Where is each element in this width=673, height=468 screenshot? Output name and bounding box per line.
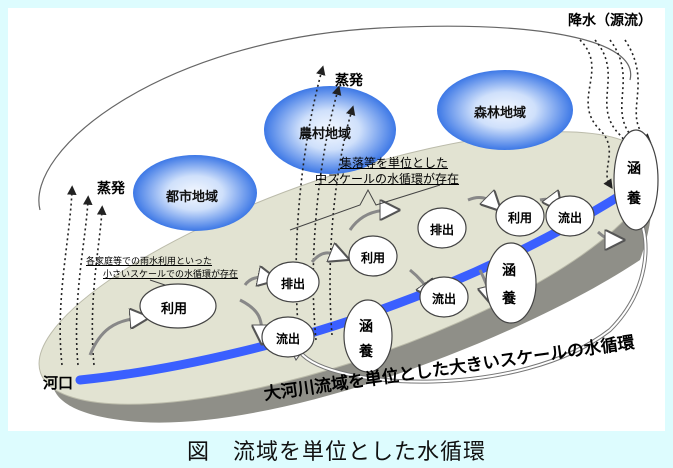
- node-use-right-label: 利用: [508, 211, 533, 225]
- node-outflow-right: [545, 195, 595, 237]
- large-scale-loop-arrow-inner: [299, 219, 647, 383]
- urban-region-label: 都市地域: [166, 190, 219, 205]
- node-recharge-right: [613, 129, 659, 231]
- mid-scale-note-line1: 集落等を単位とした: [340, 156, 449, 170]
- urban-region: [133, 155, 257, 231]
- node-outflow-left-label: 流出: [276, 332, 301, 346]
- node-use-right: [495, 195, 545, 237]
- precipitation-source-label: 降水（源流）: [568, 13, 652, 29]
- mid-scale-note-line2: 中スケールの水循環が存在: [315, 172, 460, 186]
- evaporation-label-center: 蒸発: [335, 73, 363, 89]
- node-discharge-center-label: 排出: [430, 223, 455, 237]
- small-scale-note-line2: 小さいスケールでの水循環が存在: [103, 270, 239, 280]
- node-discharge-left-label: 排出: [281, 277, 306, 291]
- node-recharge-left-char2: 養: [359, 344, 373, 360]
- node-recharge-center: [485, 242, 537, 324]
- node-recharge-right-char2: 養: [627, 191, 641, 207]
- node-discharge-left: [266, 261, 320, 303]
- node-outflow-center-label: 流出: [432, 292, 457, 306]
- rural-region: [264, 86, 396, 174]
- node-outflow-left: [261, 316, 315, 358]
- small-scale-note-line1: 各家庭等での雨水利用といった: [86, 257, 213, 267]
- forest-region: [437, 70, 573, 150]
- node-discharge-center: [417, 207, 467, 249]
- figure-caption: 図 流域を単位とした水循環: [186, 440, 486, 465]
- forest-region-label: 森林地域: [474, 106, 527, 121]
- node-recharge-center-char2: 養: [502, 291, 516, 307]
- evaporation-arrows-left: [59, 185, 107, 366]
- node-outflow-center: [419, 276, 469, 318]
- node-outflow-right-label: 流出: [558, 211, 583, 225]
- node-use-center: [348, 235, 398, 277]
- river-mouth-label: 河口: [43, 374, 74, 392]
- node-recharge-center-char1: 涵: [502, 263, 516, 279]
- atmosphere-cycle-loop: [38, 25, 632, 211]
- node-use-left: [139, 283, 217, 329]
- node-recharge-left-char1: 涵: [359, 319, 373, 335]
- node-use-left-label: 利用: [161, 302, 188, 317]
- rural-region-label: 農村地域: [299, 127, 352, 142]
- node-use-center-label: 利用: [361, 251, 386, 265]
- node-recharge-left: [343, 299, 393, 373]
- mid-scale-bracket: [289, 184, 441, 231]
- node-recharge-right-char1: 涵: [627, 161, 641, 177]
- evaporation-label-left: 蒸発: [97, 181, 125, 197]
- evaporation-arrows-center: [295, 65, 356, 346]
